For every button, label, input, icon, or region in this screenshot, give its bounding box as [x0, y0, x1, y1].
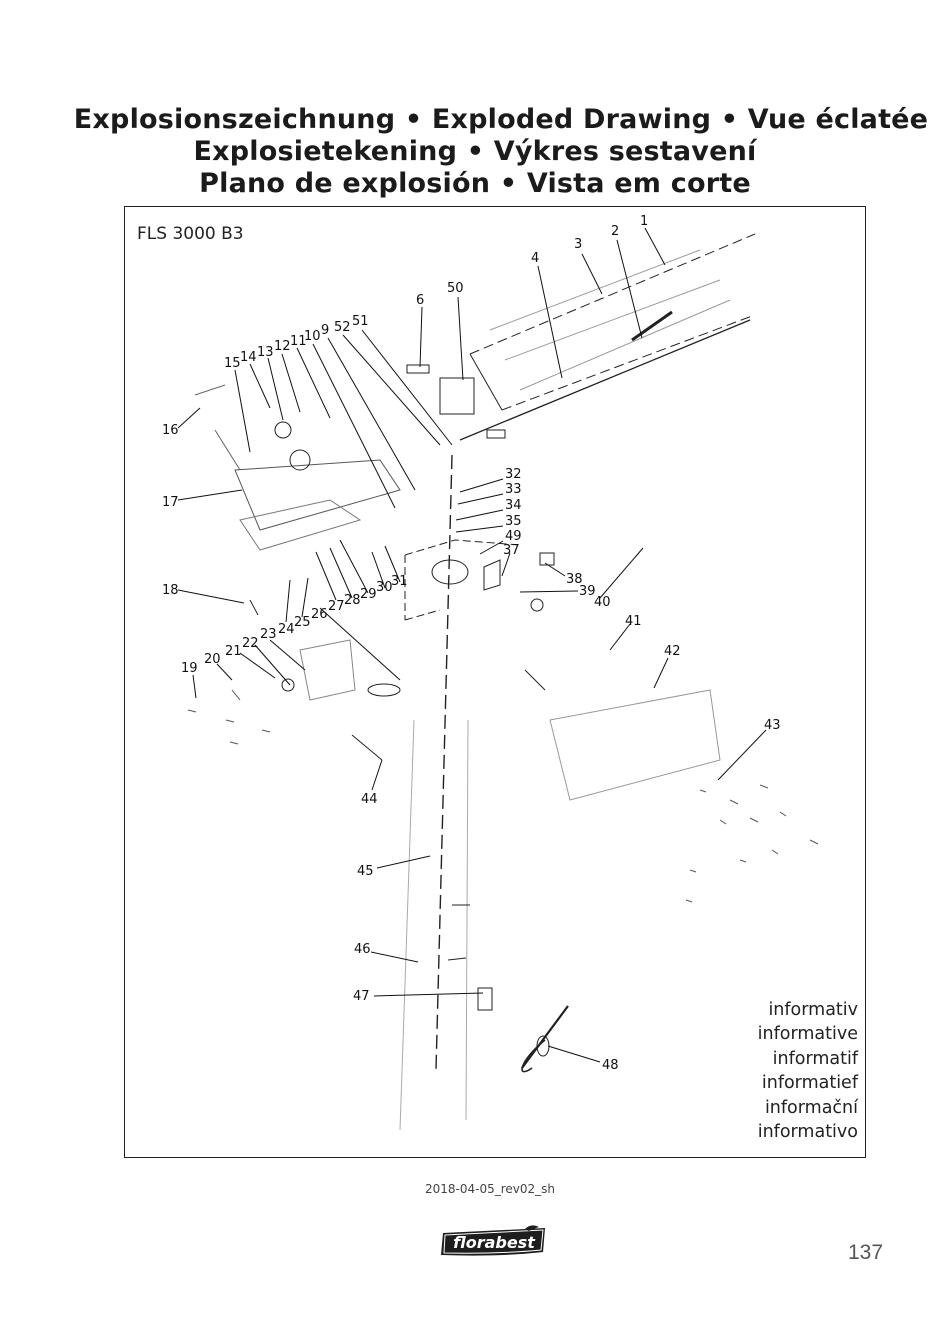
part-label: 31: [391, 574, 408, 589]
part-label: 37: [503, 543, 520, 558]
page-number: 137: [848, 1241, 884, 1264]
note-line: informativ: [768, 1000, 858, 1020]
part-label: 28: [344, 593, 361, 608]
part-label: 49: [505, 529, 522, 544]
part-label: 20: [204, 652, 221, 667]
part-label: 43: [764, 718, 781, 733]
part-label: 39: [579, 584, 596, 599]
part-label: 47: [353, 989, 370, 1004]
part-label: 4: [531, 251, 539, 266]
part-label: 50: [447, 281, 464, 296]
part-label: 22: [242, 636, 259, 651]
part-label: 24: [278, 622, 295, 637]
part-label: 6: [416, 293, 424, 308]
part-label: 27: [328, 599, 345, 614]
note-line: informatief: [761, 1073, 858, 1094]
part-label: 26: [311, 607, 328, 622]
note-line: informační: [764, 1097, 858, 1118]
drawing-frame: [124, 206, 866, 1158]
title-line-3: Plano de explosión • Vista em corte: [199, 168, 751, 199]
note-line: informative: [757, 1024, 858, 1045]
part-label: 33: [505, 482, 522, 497]
part-label: 42: [664, 644, 681, 659]
title-line-2: Explosietekening • Výkres sestavení: [193, 136, 757, 167]
part-label: 34: [505, 498, 522, 513]
part-label: 35: [505, 514, 522, 529]
part-label: 12: [274, 339, 291, 354]
part-label: 19: [181, 661, 198, 676]
logo-text: florabest: [453, 1233, 536, 1252]
part-label: 1: [640, 214, 648, 229]
model-label: FLS 3000 B3: [137, 224, 244, 244]
part-label: 15: [224, 356, 241, 371]
part-label: 14: [240, 350, 257, 365]
part-label: 41: [625, 614, 642, 629]
florabest-logo: florabest: [441, 1225, 545, 1256]
part-label: 52: [334, 320, 351, 335]
part-number-labels: 1 2 3 4 6 50 52 51 9 10 11 12 13 14 15 1…: [162, 214, 781, 1073]
note-line: informativo: [757, 1122, 858, 1143]
part-label: 9: [321, 323, 329, 338]
part-label: 32: [505, 467, 522, 482]
revision-label: 2018-04-05_rev02_sh: [424, 1182, 556, 1196]
part-label: 11: [290, 334, 307, 349]
part-label: 40: [594, 595, 611, 610]
part-label: 16: [162, 423, 179, 438]
part-label: 30: [376, 580, 393, 595]
part-label: 38: [566, 572, 583, 587]
part-label: 46: [354, 942, 371, 957]
part-label: 44: [361, 792, 378, 807]
part-label: 29: [360, 587, 377, 602]
part-label: 21: [225, 644, 242, 659]
part-label: 18: [162, 583, 179, 598]
part-label: 51: [352, 314, 369, 329]
note-line: informatif: [772, 1048, 858, 1069]
part-label: 3: [574, 237, 582, 252]
part-label: 25: [294, 615, 311, 630]
part-label: 23: [260, 627, 277, 642]
informative-notes: informativ informative informatif inform…: [758, 998, 858, 1144]
part-label: 17: [162, 495, 179, 510]
title-line-1: Explosionszeichnung • Exploded Drawing •…: [73, 104, 929, 135]
part-label: 2: [611, 224, 619, 239]
part-label: 45: [357, 864, 374, 879]
part-label: 48: [602, 1058, 619, 1073]
part-label: 13: [257, 345, 274, 360]
part-label: 10: [304, 329, 321, 344]
